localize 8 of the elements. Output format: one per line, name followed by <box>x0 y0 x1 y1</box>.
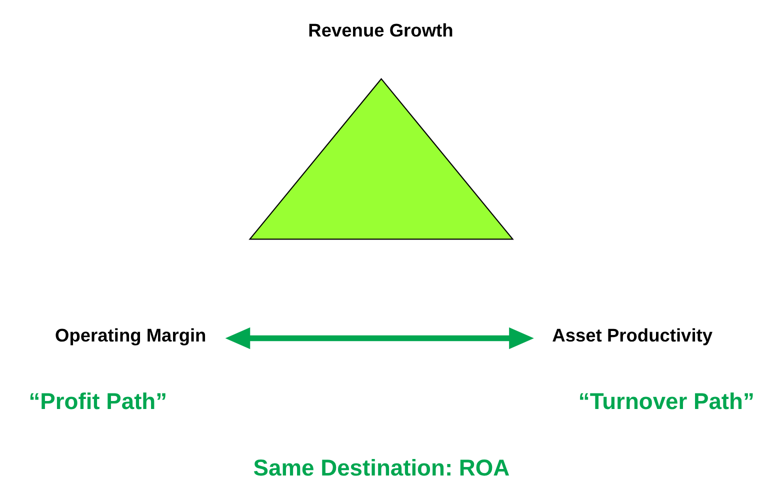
label: “Turnover Path” <box>578 388 754 414</box>
label: Same Destination: ROA <box>252 454 510 480</box>
node-text: Operating Margin <box>54 324 206 346</box>
label: “Profit Path” <box>28 388 167 414</box>
node-triangle <box>248 78 514 240</box>
node-text: Asset Productivity <box>552 324 712 346</box>
arrow <box>224 327 534 350</box>
node-text: Revenue Growth <box>308 19 453 40</box>
